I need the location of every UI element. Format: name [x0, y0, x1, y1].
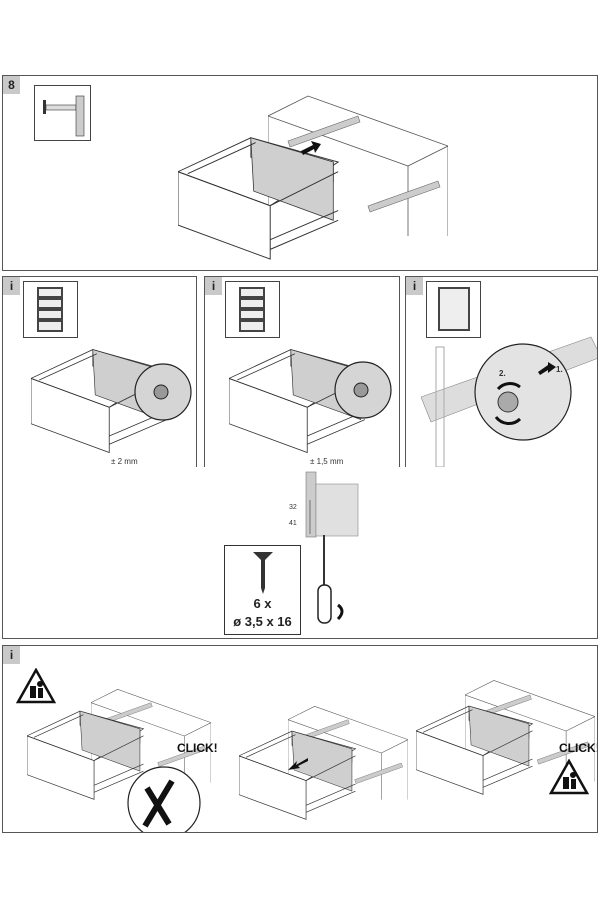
drawer-stack-thumbnail: [225, 281, 280, 338]
info-panel-side-adjust: i ± 1,5 mm: [204, 276, 400, 468]
info-badge: i: [3, 646, 20, 664]
step-1-label: 1.: [556, 365, 563, 374]
pull-arrow-icon: [288, 758, 308, 770]
tolerance-label: ± 1,5 mm: [310, 457, 344, 466]
screw-spec-box: 6 x ø 3,5 x 16: [224, 545, 301, 635]
insert-drawer-panel: i CLICK! CLICK!: [2, 645, 598, 833]
info-badge: i: [205, 277, 222, 295]
drawer-stack-icon: [37, 287, 63, 332]
step-2-label: 2.: [499, 369, 506, 378]
side-panel-illustration: [305, 471, 359, 538]
click-label: CLICK!: [559, 741, 598, 755]
detail-thumbnail: [34, 85, 91, 141]
zoom-circle-adjuster: [334, 361, 392, 419]
dimension-41: 41: [289, 520, 297, 527]
warning-triangle-icon: [16, 668, 56, 704]
runner-detail-icon: [43, 95, 85, 137]
no-hand-zoom-circle-icon: [127, 766, 201, 832]
screw-icon: [253, 552, 273, 594]
screwdriver-icon: [317, 535, 344, 624]
drawer-illustration: [239, 730, 356, 820]
front-panel-thumbnail: [426, 281, 481, 338]
info-panel-height-adjust: i ± 2 mm: [2, 276, 197, 468]
info-badge: i: [3, 277, 20, 295]
screw-size: ø 3,5 x 16: [233, 614, 292, 629]
drawer-stack-icon: [239, 287, 265, 332]
screw-quantity: 6 x: [253, 596, 272, 611]
dimension-32: 32: [289, 504, 297, 511]
step-number-badge: 8: [3, 76, 20, 94]
step-8-panel: 8: [2, 75, 598, 271]
info-badge: i: [406, 277, 423, 295]
warning-triangle-icon: [549, 759, 589, 795]
zoom-circle-adjuster: [134, 363, 192, 421]
tolerance-label: ± 2 mm: [111, 457, 138, 466]
front-panel-icon: [438, 287, 470, 331]
drawer-illustration: [416, 705, 533, 795]
click-label: CLICK!: [177, 741, 218, 755]
release-lever-zoom-circle: [474, 343, 572, 441]
push-arrow-icon: [301, 141, 321, 155]
info-panel-runner-release: i 2. 1.: [405, 276, 598, 468]
drawer-stack-thumbnail: [23, 281, 78, 338]
